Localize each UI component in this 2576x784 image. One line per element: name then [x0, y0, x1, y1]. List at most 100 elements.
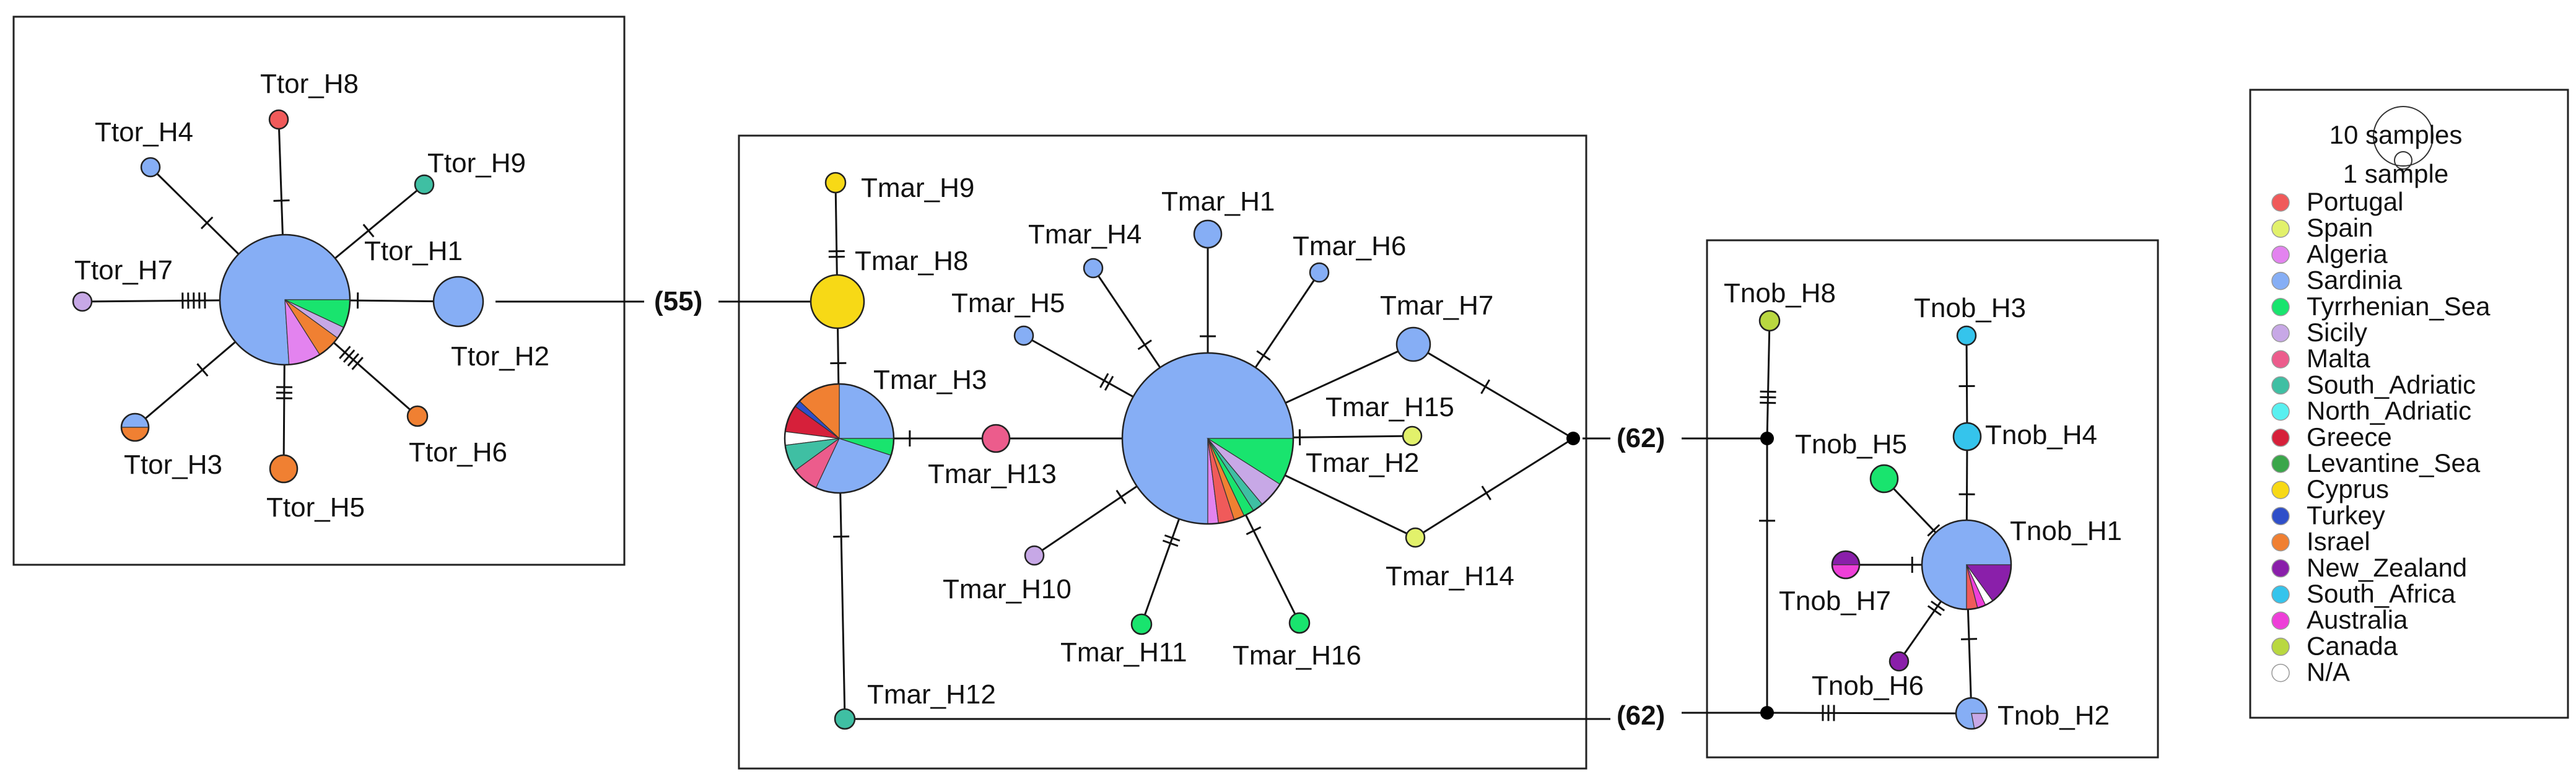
- pie-outline: [1121, 352, 1295, 525]
- pie-slice: [1956, 325, 1977, 346]
- mutation-tick: [1164, 534, 1181, 542]
- legend-label: Spain: [2307, 213, 2373, 242]
- median-vector-dot: [1760, 706, 1774, 720]
- pie-slice: [1888, 651, 1910, 672]
- legend-label: Israel: [2307, 527, 2370, 556]
- mutation-tick: [1480, 379, 1490, 394]
- size-key-small: [2394, 151, 2412, 170]
- legend-swatch: [2271, 271, 2290, 290]
- haplotype-label: Tmar_H1: [1161, 186, 1275, 217]
- haplotype-label: Tmar_H8: [855, 246, 968, 276]
- legend-label: Tyrrhenian_Sea: [2307, 292, 2491, 321]
- haplotype-node-tmar-h3: [784, 383, 895, 494]
- haplotype-node-ttor-h8: [268, 109, 289, 130]
- haplotype-node-tmar-h7: [1395, 326, 1431, 362]
- legend-swatch: [2271, 350, 2290, 368]
- legend-swatch: [2271, 245, 2290, 264]
- pie-outline: [1831, 550, 1861, 580]
- haplotype-label: Ttor_H6: [409, 437, 507, 468]
- haplotype-label: Tmar_H13: [928, 459, 1057, 489]
- mutation-tick: [1162, 539, 1179, 547]
- haplotype-node-tmar-h1: [1193, 219, 1223, 249]
- mutation-tick: [343, 349, 356, 363]
- pie-slice: [432, 276, 484, 328]
- pie-outline: [784, 383, 895, 494]
- haplotype-node-tmar-h8: [810, 274, 865, 329]
- pie-slice: [1405, 527, 1426, 548]
- pie-slice: [1832, 551, 1860, 565]
- legend-swatch: [2271, 324, 2290, 342]
- legend-swatch: [2271, 298, 2290, 316]
- haplotype-label: Ttor_H3: [124, 450, 222, 480]
- haplotype-label: Tmar_H3: [873, 365, 987, 395]
- legend-swatch: [2271, 481, 2290, 499]
- edge: [1766, 320, 1771, 439]
- legend-swatch: [2271, 611, 2290, 630]
- legend-swatch: [2271, 533, 2290, 552]
- haplotype-node-tnob-h3: [1956, 325, 1977, 346]
- network-edges: [82, 119, 1973, 720]
- mutation-tick: [1481, 486, 1491, 500]
- haplotype-node-ttor-h5: [269, 454, 299, 484]
- legend-label: South_Adriatic: [2307, 370, 2476, 399]
- legend-swatch: [2271, 429, 2290, 447]
- median-vector-dot: [1760, 432, 1774, 445]
- pie-slice: [121, 427, 149, 442]
- pie-slice: [1758, 310, 1781, 332]
- pie-slice: [1952, 422, 1982, 451]
- haplotype-node-ttor-h9: [414, 174, 435, 195]
- haplotype-node-tnob-h8: [1758, 310, 1781, 332]
- haplotype-node-tmar-h16: [1288, 612, 1311, 634]
- haplotype-label: Tmar_H12: [867, 679, 996, 710]
- haplotype-label: Tmar_H4: [1028, 219, 1142, 250]
- haplotype-label: Tnob_H8: [1724, 278, 1836, 308]
- legend-label: South_Africa: [2307, 579, 2456, 608]
- haplotype-label: Ttor_H9: [427, 148, 526, 178]
- mutation-tick: [1116, 489, 1127, 505]
- haplotype-label: Tmar_H6: [1293, 231, 1406, 261]
- pie-slice: [1193, 219, 1223, 249]
- haplotype-label: Tmar_H7: [1380, 290, 1493, 321]
- legend-swatch: [2271, 402, 2290, 421]
- mutation-tick: [362, 224, 375, 238]
- pie-slice: [824, 172, 847, 194]
- legend-label: Sicily: [2307, 318, 2367, 347]
- pie-slice: [268, 109, 289, 130]
- haplotype-node-tnob-h2: [1955, 697, 1988, 730]
- haplotype-label: Tnob_H4: [1985, 420, 2097, 450]
- legend-swatch: [2271, 376, 2290, 395]
- pie-slice: [981, 424, 1011, 453]
- haplotype-node-tmar-h10: [1024, 545, 1045, 566]
- pie-slice: [406, 405, 429, 427]
- connector-label-tmar-tnob-upper: (62): [1617, 423, 1665, 453]
- haplotype-node-tmar-h9: [824, 172, 847, 194]
- haplotype-node-tmar-h5: [1013, 325, 1034, 346]
- haplotype-node-ttor-h6: [406, 405, 429, 427]
- legend-swatch: [2271, 507, 2290, 526]
- legend-swatch: [2271, 559, 2290, 578]
- connector-label-tmar-tnob-lower: (62): [1617, 700, 1665, 731]
- haplotype-node-tnob-h6: [1888, 651, 1910, 672]
- haplotype-node-tmar-h14: [1405, 527, 1426, 548]
- pie-slice: [1869, 464, 1899, 494]
- edge: [1415, 437, 1574, 539]
- haplotype-label: Ttor_H1: [364, 236, 463, 266]
- mutation-tick: [1256, 350, 1271, 361]
- haplotype-label: Tmar_H5: [951, 288, 1065, 318]
- legend-label: Canada: [2307, 631, 2398, 660]
- haplotype-label: Tnob_H7: [1779, 586, 1891, 616]
- mutation-tick: [200, 216, 214, 230]
- haplotype-label: Ttor_H2: [451, 341, 549, 372]
- haplotype-node-ttor-h2: [432, 276, 484, 328]
- haplotype-label: Tmar_H10: [943, 574, 1072, 604]
- mutation-tick: [351, 357, 364, 370]
- legend-swatch: [2271, 585, 2290, 604]
- mutation-tick: [1960, 638, 1978, 640]
- pie-slice: [1402, 425, 1423, 446]
- pie-slice: [810, 274, 865, 329]
- median-vectors: [1566, 432, 1774, 720]
- size-key-large: [2373, 106, 2434, 167]
- haplotype-label: Ttor_H8: [260, 69, 359, 99]
- legend-label: New_Zealand: [2307, 553, 2467, 582]
